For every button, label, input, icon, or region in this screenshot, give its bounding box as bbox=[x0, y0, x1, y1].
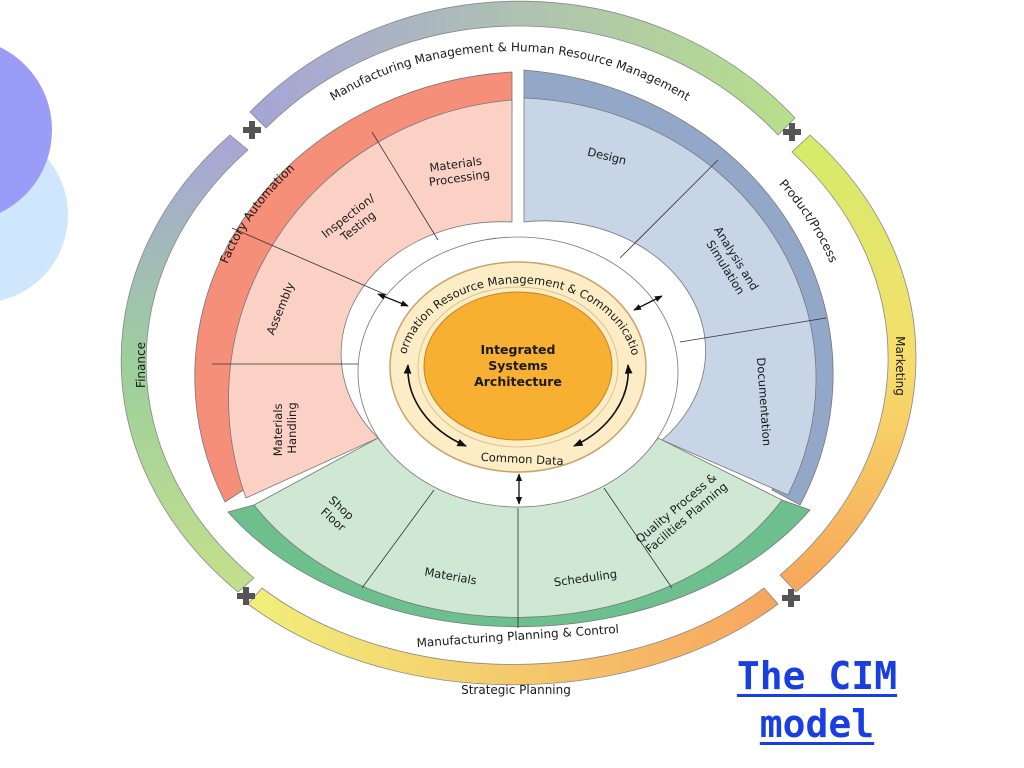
caption-line2[interactable]: model bbox=[759, 702, 875, 746]
outer-ring-bottom-label: Strategic Planning bbox=[461, 683, 571, 697]
deco-circle-dark bbox=[0, 47, 52, 213]
outer-ring-top bbox=[249, 0, 796, 136]
plus-icon bbox=[237, 121, 801, 607]
factory-automation-fill bbox=[228, 99, 513, 499]
segment-documentation: Documentation bbox=[754, 357, 774, 446]
inner-ring-bottom-label: Common Data bbox=[480, 450, 564, 468]
caption-line1[interactable]: The CIM bbox=[736, 654, 898, 698]
outer-ring-left bbox=[120, 134, 255, 593]
core-label-line2: Systems bbox=[488, 358, 548, 373]
segment-materials-handling: Materials Handling bbox=[271, 400, 299, 456]
connector-arrow-fa bbox=[377, 293, 409, 307]
core-arrow-right bbox=[573, 364, 633, 447]
segment-materials-handling-line2: Handling bbox=[285, 402, 299, 453]
core-label-line3: Architecture bbox=[474, 374, 562, 389]
connector-arrow-pp bbox=[633, 295, 663, 311]
product-process-fill bbox=[523, 97, 817, 496]
caption[interactable]: The CIM model bbox=[712, 652, 922, 748]
outer-ring-left-label: Finance bbox=[134, 342, 148, 388]
core-label-line1: Integrated bbox=[481, 342, 556, 357]
core-arrow-left bbox=[403, 364, 467, 447]
segment-materials-handling-line1: Materials bbox=[271, 403, 285, 456]
outer-ring-right-label: Marketing bbox=[893, 336, 907, 396]
outer-ring-right bbox=[779, 134, 917, 593]
